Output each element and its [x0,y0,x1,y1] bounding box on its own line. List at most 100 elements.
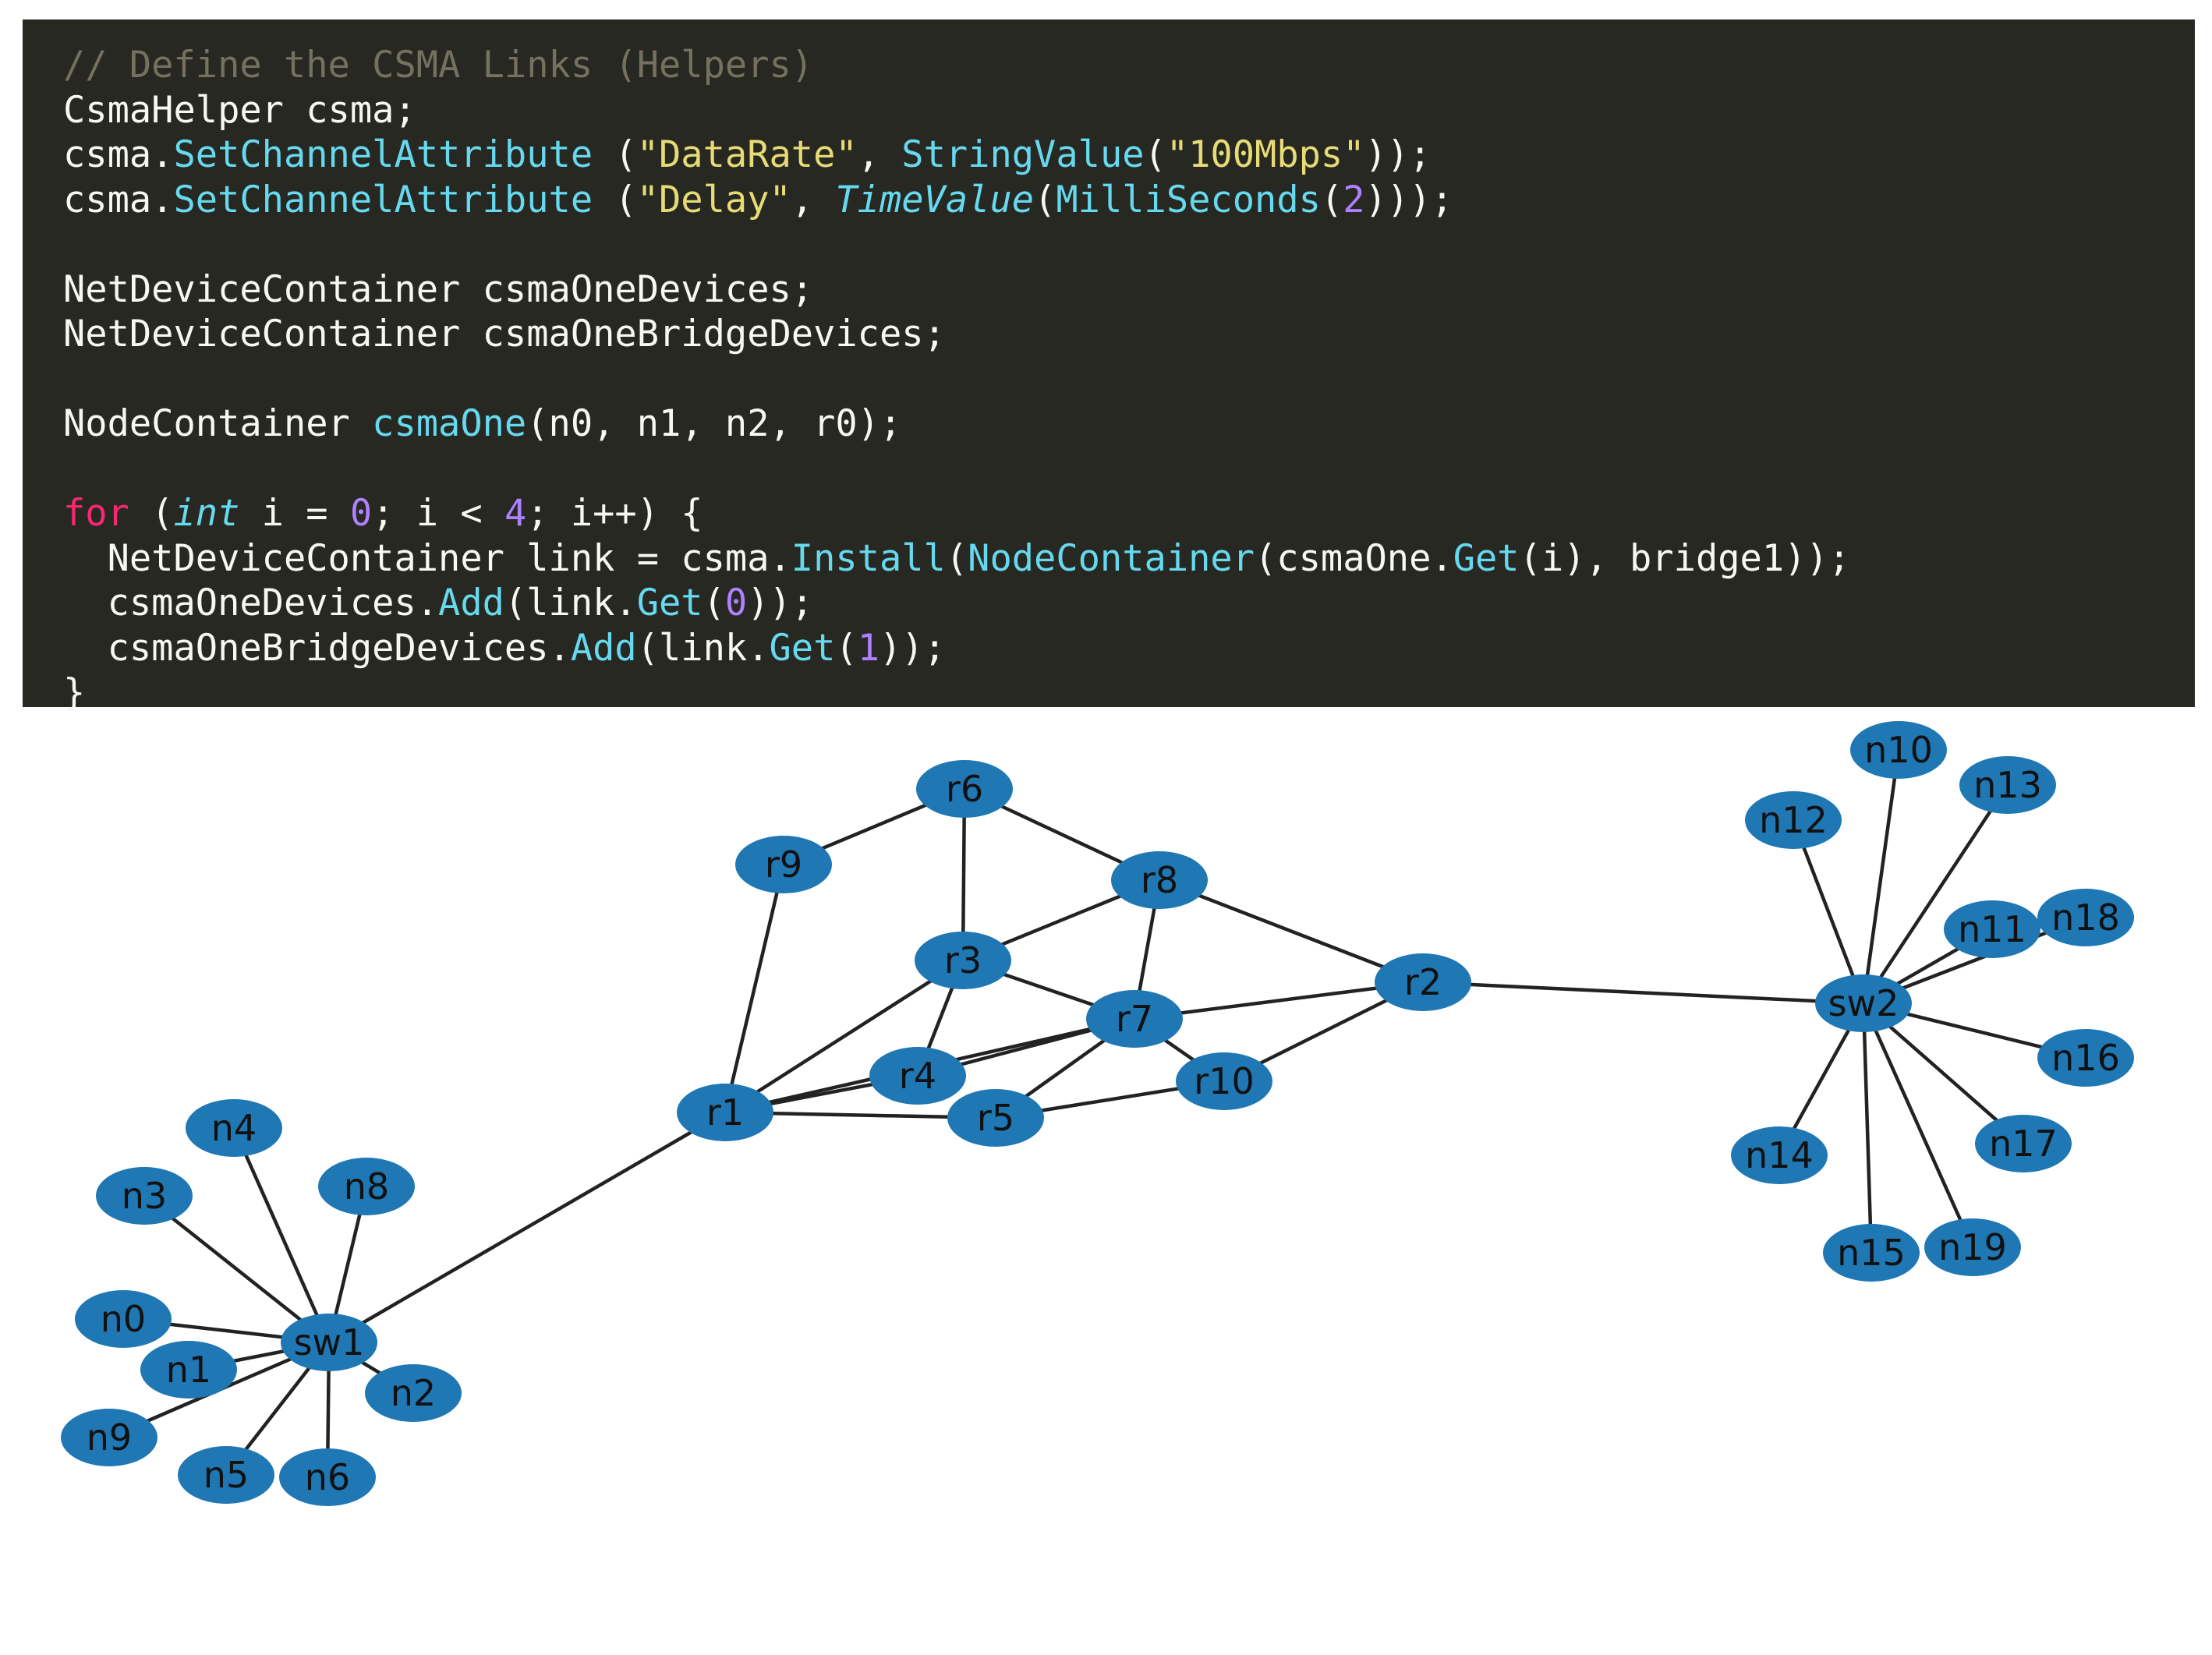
node-r9: r9 [735,836,832,893]
code-token: ))); [1364,178,1453,221]
node-label: r9 [765,843,802,886]
node-circle [2037,1029,2134,1087]
node-circle [915,932,1011,989]
node-label: n19 [1938,1226,2007,1268]
node-label: r8 [1141,859,1178,901]
code-token: i = [239,492,350,535]
node-n5: n5 [178,1446,274,1504]
node-circle [1176,1052,1272,1110]
node-label: n2 [391,1372,436,1414]
node-circle [1745,791,1842,849]
node-n4: n4 [186,1099,282,1157]
node-circle [1815,974,1912,1032]
code-token: ( [593,133,637,176]
node-circle [869,1047,966,1105]
node-n8: n8 [318,1158,415,1215]
node-r3: r3 [915,932,1011,989]
node-circle [75,1290,172,1348]
node-circle [186,1099,282,1157]
node-label: sw1 [294,1321,365,1363]
node-label: n0 [101,1298,146,1340]
code-line: NetDeviceContainer csmaOneDevices; [63,267,2195,313]
code-token: (link. [504,582,637,624]
code-token: Get [769,626,836,670]
node-circle [61,1409,157,1466]
code-token: (link. [636,626,770,670]
code-line: CsmaHelper csma; [63,88,2195,133]
code-token: int [173,492,240,535]
node-label: n1 [166,1349,211,1391]
node-label: r5 [977,1097,1014,1139]
code-token: "DataRate" [636,133,858,176]
code-token: SetChannelAttribute [173,133,593,176]
node-n16: n16 [2037,1029,2134,1087]
node-circle [2037,889,2134,946]
node-circle [365,1364,462,1422]
code-line: NetDeviceContainer link = csma.Install(N… [63,536,2195,582]
node-circle [1850,721,1947,779]
code-token: csmaOne [372,402,527,445]
code-token: 0 [349,492,373,535]
code-token: )); [1364,133,1432,176]
node-r8: r8 [1111,851,1208,909]
code-token: for [63,492,129,535]
edge-sw2-n12 [1791,819,1866,1004]
code-token: TimeValue [835,178,1035,221]
node-label: n11 [1958,908,2026,950]
code-token: ( [129,492,174,535]
code-token: ( [1144,133,1166,176]
node-label: n12 [1759,799,1828,841]
node-circle [1111,851,1208,909]
code-token: Add [438,582,504,624]
code-token: ( [1034,178,1056,221]
code-line: csmaOneBridgeDevices.Add(link.Get(1)); [63,626,2195,671]
node-r10: r10 [1176,1052,1272,1110]
code-token: 2 [1343,178,1365,221]
node-circle [140,1341,237,1399]
code-token: 1 [857,626,879,670]
node-n3: n3 [96,1167,193,1225]
code-token: , [791,178,836,221]
node-circle [735,836,832,893]
node-n0: n0 [75,1290,172,1348]
node-label: n5 [204,1454,249,1496]
code-token: csmaOneBridgeDevices. [63,626,571,670]
edge-sw2-n13 [1862,783,2009,1005]
node-label: n10 [1864,729,1933,771]
node-circle [96,1167,193,1225]
node-n9: n9 [61,1409,157,1466]
code-token: ( [703,582,725,624]
node-circle [178,1446,274,1504]
code-token: NetDeviceContainer csmaOneBridgeDevices; [63,313,946,355]
code-line: NodeContainer csmaOne(n0, n1, n2, r0); [63,401,2195,447]
edge-r8-r2 [1159,878,1424,985]
node-n1: n1 [140,1341,237,1399]
code-token: 4 [504,492,527,535]
code-token: csma. [63,178,174,221]
code-line [63,222,2195,267]
edge-sw1-n3 [143,1194,331,1344]
node-label: n15 [1837,1232,1906,1274]
node-n15: n15 [1823,1224,1920,1282]
edge-sw2-n15 [1861,1003,1874,1254]
code-line [63,357,2195,402]
code-token: "Delay" [636,178,791,221]
code-token: Get [636,582,703,624]
node-circle [1086,990,1183,1048]
code-token: csma. [63,133,174,176]
edge-r1-r3 [724,959,964,1114]
code-token: "100Mbps" [1166,133,1365,176]
node-label: n18 [2051,896,2120,939]
node-label: r2 [1404,961,1442,1003]
edge-sw1-n4 [232,1127,331,1343]
code-token: Get [1453,536,1520,580]
code-line: csmaOneDevices.Add(link.Get(0)); [63,581,2195,626]
node-label: n9 [87,1416,132,1459]
node-label: n6 [305,1456,350,1498]
node-label: n17 [1989,1123,2058,1165]
code-token: )); [879,626,946,670]
node-r6: r6 [916,760,1013,818]
node-n13: n13 [1959,756,2056,814]
code-line: NetDeviceContainer csmaOneBridgeDevices; [63,312,2195,357]
node-r7: r7 [1086,990,1183,1048]
